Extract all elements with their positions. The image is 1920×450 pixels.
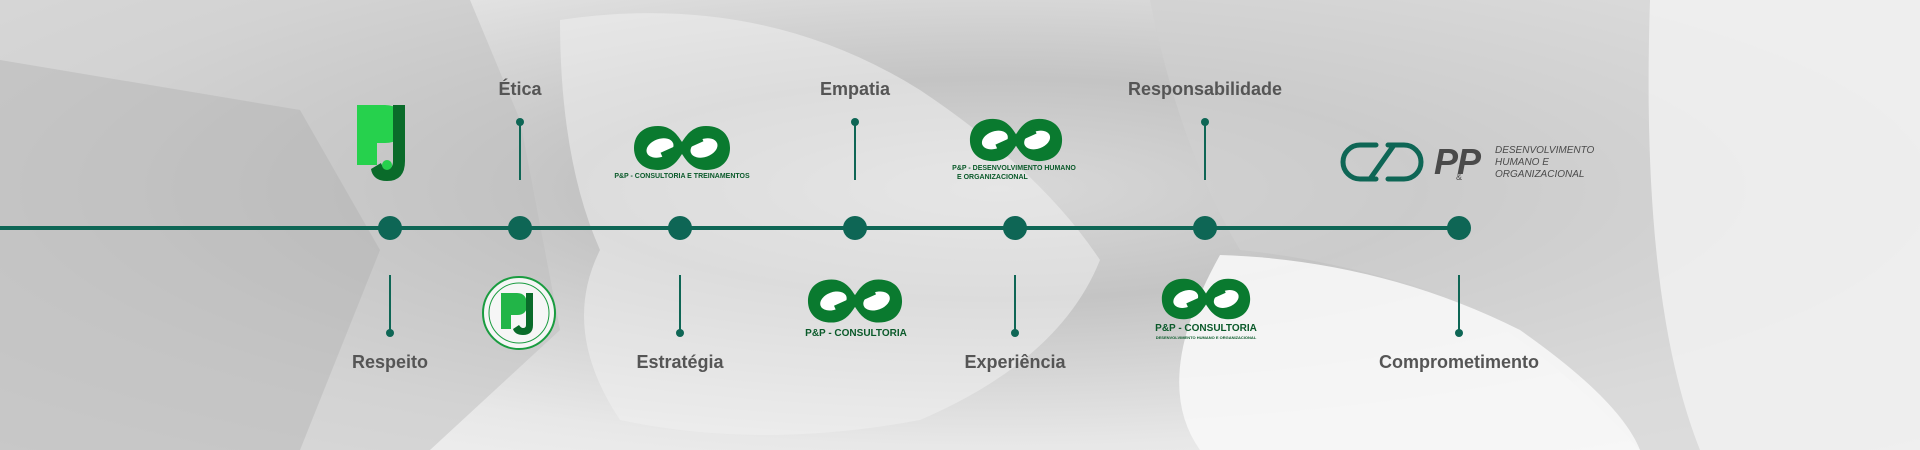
logo-caption-consultoria-dh-sub: DESENVOLVIMENTO HUMANO E ORGANIZACIONAL [1155, 335, 1257, 340]
logo-caption-consultoria-treinamentos: P&P - CONSULTORIA E TREINAMENTOS [614, 173, 750, 180]
final-logo-line1: DESENVOLVIMENTO [1495, 145, 1595, 156]
final-logo-line2: HUMANO E [1495, 157, 1549, 168]
timeline-line [0, 226, 1460, 230]
timeline-node-estrategia [668, 216, 692, 240]
infinity-consultoria-dh-icon [1161, 278, 1251, 320]
label-empatia: Empatia [819, 79, 891, 99]
logo-caption-consultoria-dh: P&P - CONSULTORIA [1155, 323, 1257, 334]
stem-estrategia [676, 275, 684, 337]
pj-logo-icon [357, 105, 405, 181]
stem-empatia [851, 118, 859, 180]
logo-caption-desenvolvimento-line1: P&P - DESENVOLVIMENTO HUMANO [952, 165, 1076, 172]
infinity-logo-icon [634, 126, 730, 170]
timeline-node-experiencia [1003, 216, 1027, 240]
label-responsabilidade: Responsabilidade [1127, 79, 1283, 99]
pp-link-icon [1340, 142, 1424, 182]
label-etica: Ética [498, 79, 542, 99]
stem-responsabilidade [1201, 118, 1209, 180]
label-experiencia: Experiência [964, 352, 1066, 372]
timeline-node-responsabilidade [1193, 216, 1217, 240]
label-comprometimento: Comprometimento [1378, 352, 1540, 372]
label-estrategia: Estratégia [636, 352, 724, 372]
label-respeito: Respeito [351, 352, 429, 372]
logo-caption-consultoria: P&P - CONSULTORIA [805, 328, 907, 339]
stem-experiencia [1011, 275, 1019, 337]
timeline-node-etica [508, 216, 532, 240]
final-logo-line3: ORGANIZACIONAL [1495, 169, 1585, 180]
infinity-consultoria-icon [807, 279, 903, 323]
timeline-node-respeito [378, 216, 402, 240]
stem-comprometimento [1455, 275, 1463, 337]
pj-seal-icon [482, 276, 556, 350]
timeline-node-empatia [843, 216, 867, 240]
infinity-desenvolvimento-icon [969, 118, 1063, 162]
stem-etica [516, 118, 524, 180]
timeline-node-comprometimento [1447, 216, 1471, 240]
logo-caption-desenvolvimento-line2: E ORGANIZACIONAL [957, 174, 1028, 181]
final-logo-mark: PP [1434, 141, 1481, 182]
stem-respeito [386, 275, 394, 337]
final-logo-amp: & [1456, 172, 1463, 182]
